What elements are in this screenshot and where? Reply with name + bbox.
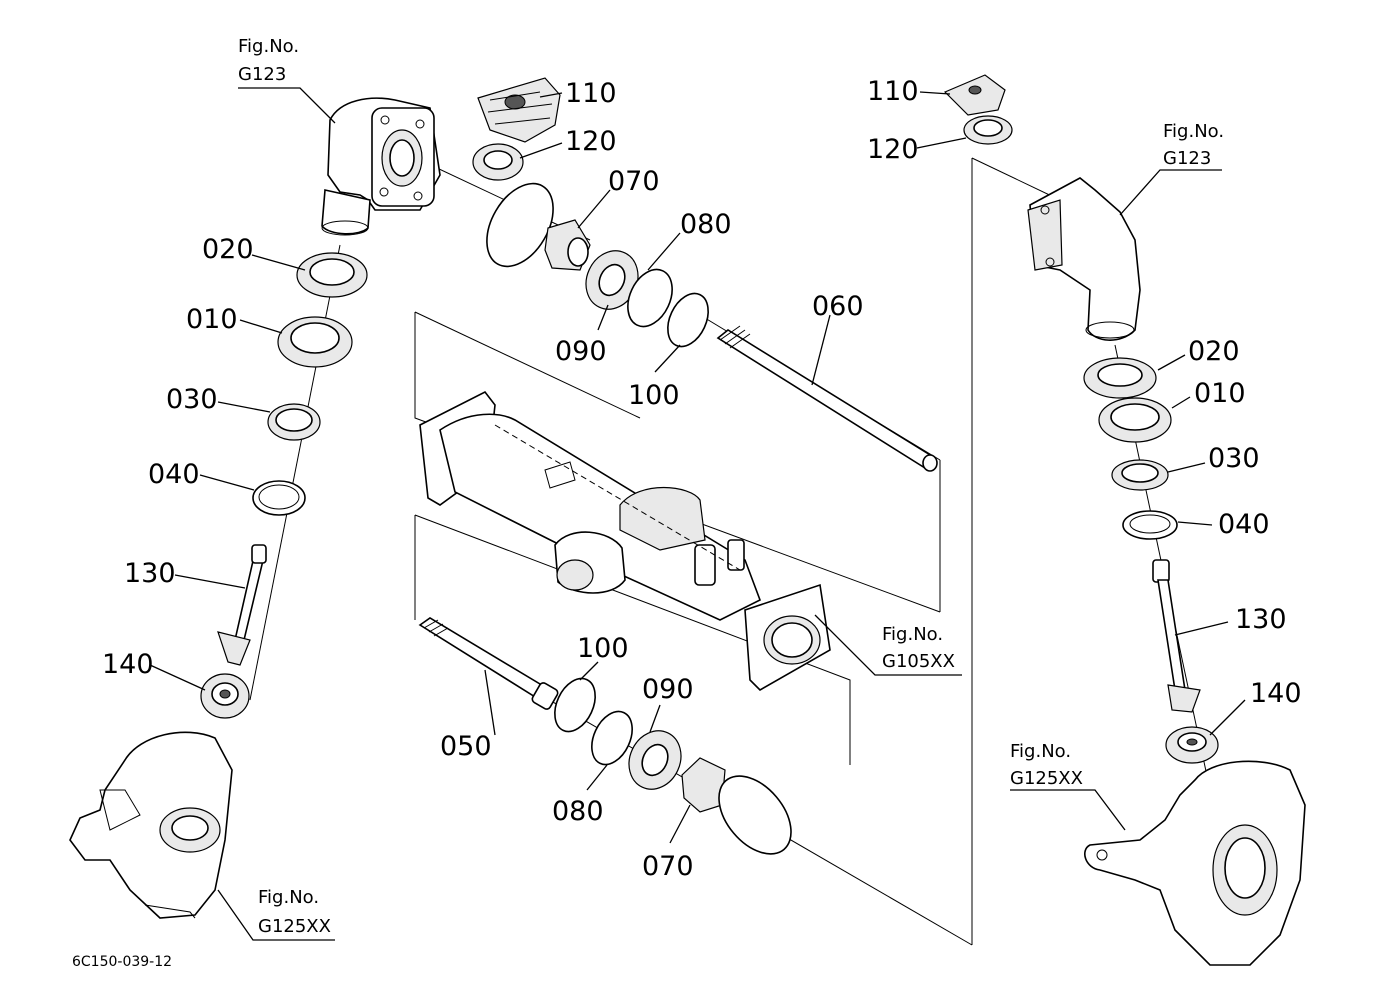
label-060-center: 060 — [812, 291, 864, 322]
label-010-left: 010 — [186, 304, 238, 335]
fig-ref-left-top-title: Fig.No. — [238, 36, 299, 57]
right-side-parts — [943, 74, 1306, 966]
fig-ref-right-bottom-title: Fig.No. — [1010, 741, 1071, 762]
label-130-left: 130 — [124, 558, 176, 589]
label-070-bottom: 070 — [642, 851, 694, 882]
o-ring-center-bottom — [718, 775, 792, 855]
part-070-bottom — [681, 757, 726, 813]
left-stack-parts — [200, 252, 368, 719]
fig-ref-left-top-code: G123 — [238, 64, 286, 85]
label-110-center: 110 — [565, 78, 617, 109]
fig-ref-center-title: Fig.No. — [882, 624, 943, 645]
part-050-shaft — [418, 617, 552, 702]
part-130-right — [1157, 579, 1186, 691]
part-110-center — [477, 77, 561, 143]
label-140-right: 140 — [1250, 678, 1302, 709]
center-bottom-parts — [418, 617, 792, 855]
part-100-center — [667, 292, 709, 348]
part-040-right — [1122, 510, 1178, 540]
label-090-center: 090 — [555, 336, 607, 367]
label-080-center: 080 — [680, 209, 732, 240]
label-020-left: 020 — [202, 234, 254, 265]
leader-lines — [149, 87, 1246, 941]
fig-ref-right-top-code: G123 — [1163, 148, 1211, 169]
part-060-shaft — [716, 329, 937, 470]
label-040-right: 040 — [1218, 509, 1270, 540]
label-090-bottom: 090 — [642, 674, 694, 705]
left-lower-knuckle — [69, 731, 233, 919]
center-top-parts — [472, 77, 938, 472]
fig-ref-right-top-title: Fig.No. — [1163, 121, 1224, 142]
figure-references: Fig.No. G123 Fig.No. G125XX Fig.No. G105… — [238, 36, 1224, 937]
part-100-bottom — [554, 677, 596, 733]
label-010-right: 010 — [1194, 378, 1246, 409]
part-number-labels: 020 010 030 040 130 140 110 120 070 080 … — [102, 76, 1302, 882]
label-070-center: 070 — [608, 166, 660, 197]
o-ring-center-top — [486, 182, 554, 268]
part-110-right — [943, 74, 1006, 116]
part-040-left — [252, 480, 306, 516]
center-axle-housing — [419, 390, 831, 691]
label-030-left: 030 — [166, 384, 218, 415]
fig-ref-left-bottom-code: G125XX — [258, 916, 331, 937]
fig-ref-center-code: G105XX — [882, 651, 955, 672]
label-050-bottom: 050 — [440, 731, 492, 762]
left-upper-housing — [321, 97, 441, 236]
label-080-bottom: 080 — [552, 796, 604, 827]
label-100-bottom: 100 — [577, 633, 629, 664]
fig-ref-right-bottom-code: G125XX — [1010, 768, 1083, 789]
label-110-right: 110 — [867, 76, 919, 107]
label-100-center: 100 — [628, 380, 680, 411]
label-130-right: 130 — [1235, 604, 1287, 635]
part-080-bottom — [591, 710, 633, 766]
label-020-right: 020 — [1188, 336, 1240, 367]
label-120-center: 120 — [565, 126, 617, 157]
label-040-left: 040 — [148, 459, 200, 490]
drawing-code: 6C150-039-12 — [72, 954, 172, 970]
label-120-right: 120 — [867, 134, 919, 165]
part-080-center — [627, 268, 673, 328]
fig-ref-left-bottom-title: Fig.No. — [258, 887, 319, 908]
label-140-left: 140 — [102, 649, 154, 680]
part-130-left — [233, 551, 267, 641]
label-030-right: 030 — [1208, 443, 1260, 474]
